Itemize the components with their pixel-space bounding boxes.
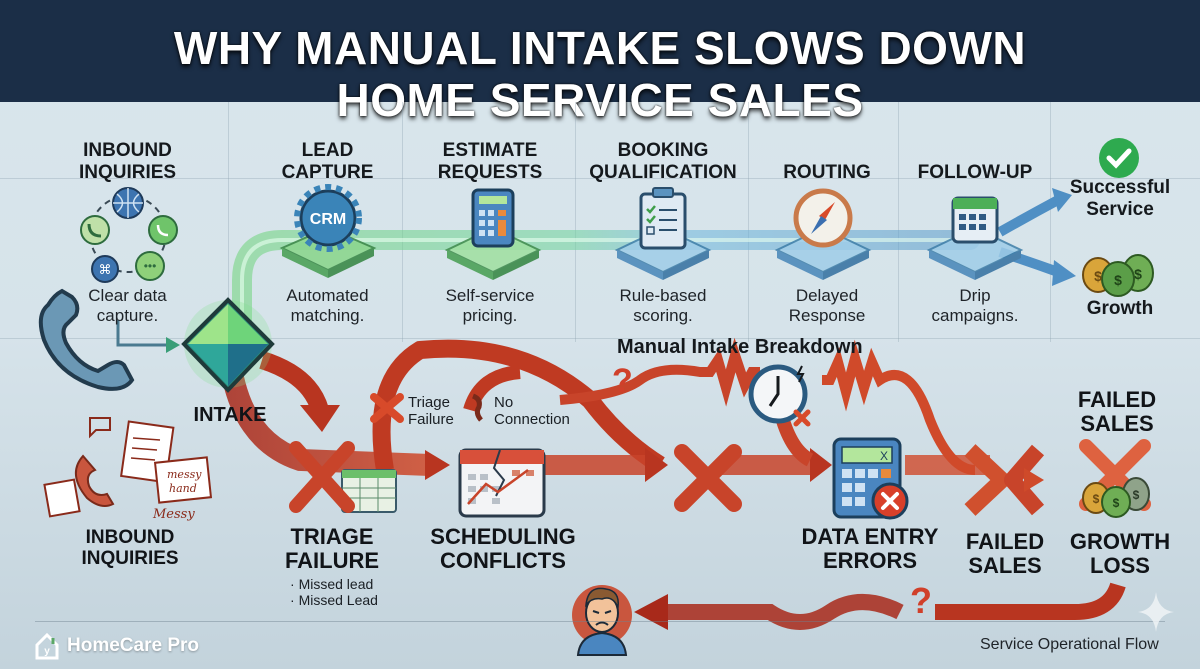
money-bags-x-icon: $ $ $ [1079,439,1151,518]
calendar-icon [926,196,1024,280]
callout-triage-failure: Triage Failure [408,394,454,428]
handset-phone-icon [38,288,135,391]
grid-line [0,178,1200,179]
failed-sales-heading: FAILED SALES [965,529,1045,578]
grid-line [228,102,229,342]
stage-estimate-heading: ESTIMATE REQUESTS [437,140,543,183]
svg-text:messy: messy [167,468,202,481]
growth-loss-heading: GROWTH LOSS [1069,529,1171,578]
triage-failure-heading: TRIAGE FAILURE [284,524,380,573]
outcome-growth: Growth [1086,298,1154,319]
svg-text:$: $ [1114,272,1122,288]
failed-sales-top-label: FAILED SALES [1077,387,1157,436]
grid-line [748,102,749,342]
spreadsheet-x-icon [289,441,397,513]
triage-failure-bullets: · Missed lead · Missed Lead [290,576,378,608]
globe-icon [112,187,144,219]
grid-line [402,102,403,342]
svg-text:y: y [44,646,50,657]
callout-no-connection: No Connection [494,394,570,428]
whatsapp-icon [148,215,178,245]
outcome-successful-service: Successful Service [1069,177,1171,220]
title-line-1: WHY MANUAL INTAKE SLOWS DOWN [173,22,1027,74]
svg-text:$: $ [1094,268,1102,284]
footer-caption: Service Operational Flow [980,636,1159,653]
svg-text:$: $ [1133,488,1140,502]
calculator-icon [444,188,542,280]
brand-name: HomeCare Pro [67,635,199,656]
inbound-description: Clear data capture. [88,286,167,325]
stage-routing-heading: ROUTING [783,162,871,183]
page-title: WHY MANUAL INTAKE SLOWS DOWN HOME SERVIC… [0,22,1200,126]
manual-breakdown-title: Manual Intake Breakdown [617,336,863,358]
broken-calendar-icon [458,448,546,518]
grid-line [898,102,899,342]
grid-line [0,338,1200,339]
stage-followup-desc: Drip campaigns. [931,286,1019,325]
manual-inbound-inquiries-heading: INBOUND INQUIRIES [81,527,179,569]
check-circle-icon [1099,138,1139,178]
svg-text:X: X [880,449,888,463]
stage-lead-capture-heading: LEAD CAPTURE [281,140,374,183]
calculator-error-icon: X [832,437,909,520]
clipboard-checklist-icon [614,187,712,280]
stage-estimate-desc: Self-service pricing. [445,286,535,325]
grid-line [575,102,576,342]
title-line-2: HOME SERVICE SALES [336,74,864,126]
phone-icon [80,215,110,245]
sparkle-icon [1138,592,1174,632]
stage-lead-capture-desc: Automated matching. [286,286,369,325]
gem-icon [181,297,275,393]
scheduling-conflicts-heading: SCHEDULING CONFLICTS [430,524,576,573]
x-mark-icon [964,444,1045,516]
inbound-inquiries-heading: INBOUND INQUIRIES [78,140,177,183]
chat-icon: ••• [135,251,165,281]
stage-booking-heading: BOOKING QUALIFICATION [589,140,737,183]
footer-divider [35,621,1165,622]
svg-text:$: $ [1113,496,1120,510]
inbound-channels-cluster: ⌘ ••• [80,187,178,283]
stage-routing-desc: Delayed Response [788,286,866,325]
intake-label: INTAKE [193,404,267,426]
x-mark-icon [370,393,404,423]
brand-logo: y HomeCare Pro [34,632,199,660]
house-logo-icon: y [35,632,59,660]
stage-followup-heading: FOLLOW-UP [917,162,1033,183]
money-bags-icon: $ $ $ [1082,254,1154,297]
frustrated-customer-avatar [572,585,632,656]
svg-text:$: $ [1093,492,1100,506]
compass-icon [774,188,872,280]
clock-icon [748,364,811,427]
svg-text:CRM: CRM [310,211,346,228]
svg-text:⌘: ⌘ [99,262,112,277]
svg-text:Messy: Messy [152,507,195,522]
svg-text:$: $ [1134,266,1142,282]
grid-line [1050,102,1051,342]
svg-text:•••: ••• [144,259,157,273]
messy-notes-icon: messy hand Messy [43,417,213,522]
app-icon: ⌘ [91,255,119,283]
question-mark-icon: ? [910,580,932,621]
data-entry-errors-heading: DATA ENTRY ERRORS [801,524,939,573]
stage-booking-desc: Rule-based scoring. [619,286,707,325]
x-mark-icon [674,444,742,512]
broken-link-icon [471,393,483,422]
question-mark-icon: ? [612,362,633,400]
crm-gear-icon: CRM [279,184,377,278]
header-banner [0,0,1200,102]
svg-text:hand: hand [169,482,197,495]
